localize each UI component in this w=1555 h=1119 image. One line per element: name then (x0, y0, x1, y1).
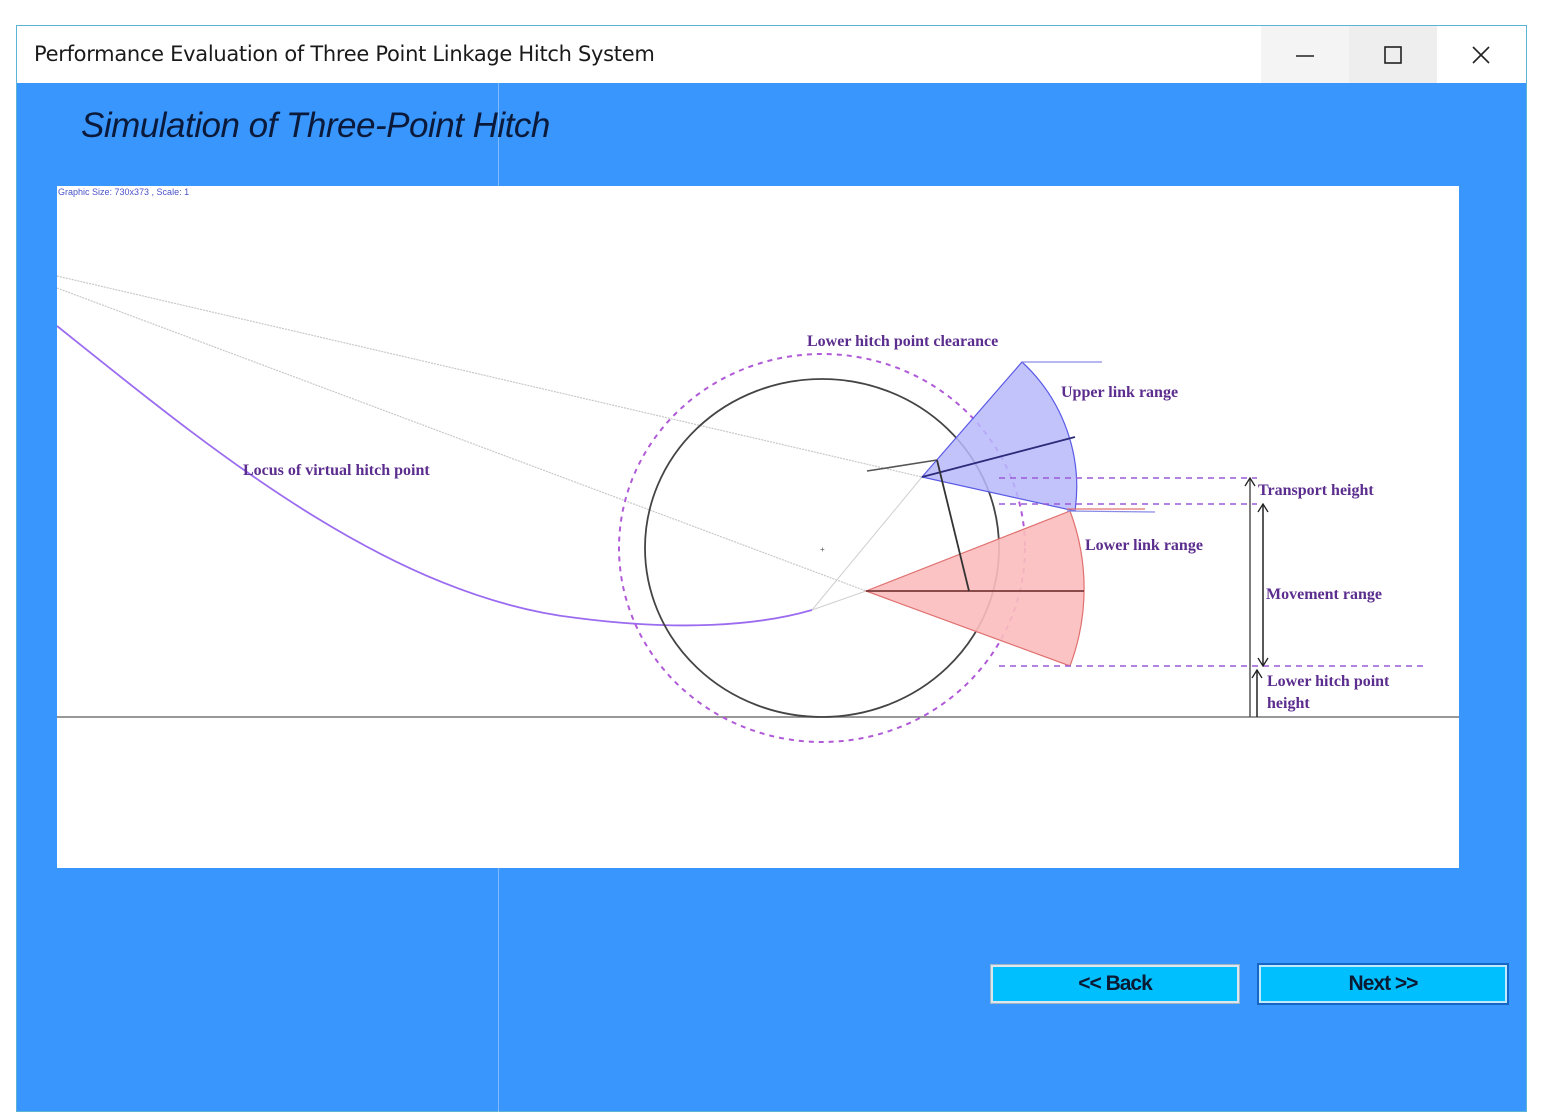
close-button[interactable] (1437, 26, 1525, 83)
movement-range-label: Movement range (1266, 586, 1382, 603)
maximize-icon (1384, 45, 1402, 64)
transport-height-label: Transport height (1258, 482, 1374, 499)
simulation-canvas[interactable]: Graphic Size: 730x373 , Scale: 1 + (57, 186, 1459, 868)
construction-line-upper (57, 275, 923, 478)
close-icon (1472, 45, 1490, 64)
construction-line-diag (811, 476, 923, 611)
locus-curve (57, 325, 813, 627)
mast-line (936, 459, 970, 592)
construction-line-join (811, 590, 867, 611)
back-button[interactable]: << Back (991, 965, 1239, 1003)
maximize-button[interactable] (1349, 26, 1437, 83)
lower-hitch-height-label-1: Lower hitch point (1267, 673, 1390, 690)
construction-line-lower (57, 287, 867, 592)
window-title: Performance Evaluation of Three Point Li… (34, 42, 655, 66)
lower-hitch-height-label-2: height (1267, 695, 1310, 712)
upper-link-sector (920, 361, 1078, 512)
upper-link-label: Upper link range (1061, 384, 1178, 401)
page-title: Simulation of Three-Point Hitch (81, 106, 550, 145)
arrow-head (1257, 657, 1269, 668)
locus-label: Locus of virtual hitch point (243, 462, 430, 479)
lower-link-sector (864, 510, 1085, 667)
top-link (866, 459, 938, 472)
clearance-label: Lower hitch point clearance (807, 333, 998, 350)
wheel-center-mark: + (820, 545, 825, 554)
arrow-head (1251, 668, 1263, 679)
title-bar[interactable]: Performance Evaluation of Three Point Li… (17, 26, 1526, 83)
lower-link-label: Lower link range (1085, 537, 1203, 554)
hitch-diagram: + Locus of vi (57, 275, 1459, 743)
minimize-icon (1296, 54, 1314, 57)
arrow-head (1244, 476, 1256, 487)
graphic-size-info: Graphic Size: 730x373 , Scale: 1 (58, 187, 190, 197)
next-button[interactable]: Next >> (1259, 965, 1507, 1003)
app-window: Performance Evaluation of Three Point Li… (16, 25, 1527, 1112)
upper-link-bottom-ref (1066, 510, 1156, 513)
upper-link-bar (921, 436, 1076, 478)
arrow-head (1257, 502, 1269, 513)
minimize-button[interactable] (1261, 26, 1349, 83)
